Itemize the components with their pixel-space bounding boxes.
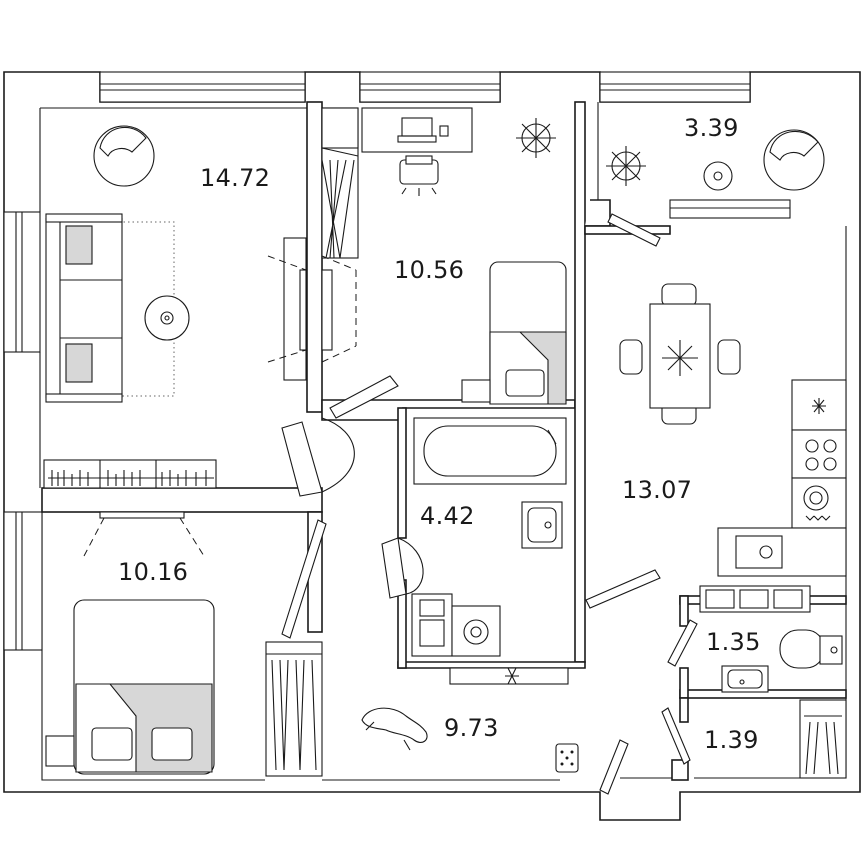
toilet-furniture: [699, 585, 843, 693]
balcony-furniture: [606, 129, 825, 191]
living-room-furniture: [43, 125, 307, 489]
bed-icon: [45, 599, 215, 775]
hallway-area: 9.73: [444, 714, 499, 742]
toilet-icon: [779, 629, 843, 669]
room-labels: 14.72 10.56 3.39 13.07 4.42 10.16 9.73 1…: [118, 114, 761, 754]
washing-machine-icon: [411, 593, 501, 657]
storage-furniture: [799, 699, 847, 779]
kitchen-area: 13.07: [622, 476, 692, 504]
dining-table-icon: [619, 283, 741, 425]
sofa-icon: [45, 213, 123, 403]
meter-box-icon: [555, 743, 579, 773]
wardrobe-icon: [265, 641, 323, 777]
toilet-area: 1.35: [706, 628, 761, 656]
chair-icon: [399, 155, 439, 196]
wardrobe-icon: [321, 107, 359, 259]
armchair-icon: [93, 125, 155, 187]
balcony-area: 3.39: [684, 114, 739, 142]
dog-icon: [361, 707, 428, 751]
coffee-table-icon: [144, 295, 190, 341]
side-table-icon: [703, 161, 733, 191]
sink-icon: [521, 501, 563, 549]
doors: [281, 213, 698, 795]
kitchen-counter-icon: [717, 379, 847, 577]
kitchen-furniture: [619, 283, 847, 577]
storage-area: 1.39: [704, 726, 759, 754]
tv-console-icon: [321, 255, 357, 363]
plant-icon: [606, 146, 646, 186]
bed-icon: [461, 261, 567, 405]
bathroom-furniture: [411, 417, 569, 685]
living-room-area: 14.72: [200, 164, 270, 192]
lamp-icon: [83, 511, 205, 557]
desk-icon: [361, 107, 473, 153]
study-room-area: 10.56: [394, 256, 464, 284]
bookshelf-icon: [43, 459, 217, 489]
radiator-icon: [449, 667, 569, 685]
interior-walls: [41, 101, 847, 781]
sink-icon: [721, 665, 769, 693]
bathroom-area: 4.42: [420, 502, 475, 530]
plant-icon: [516, 118, 556, 158]
bathtub-icon: [413, 417, 567, 485]
bedroom-area: 10.16: [118, 558, 188, 586]
study-furniture: [321, 107, 567, 405]
tv-icon: [267, 237, 307, 381]
armchair-icon: [763, 129, 825, 191]
bedroom-furniture: [45, 511, 323, 777]
hallway-furniture: [361, 707, 579, 773]
windows: [3, 71, 791, 651]
